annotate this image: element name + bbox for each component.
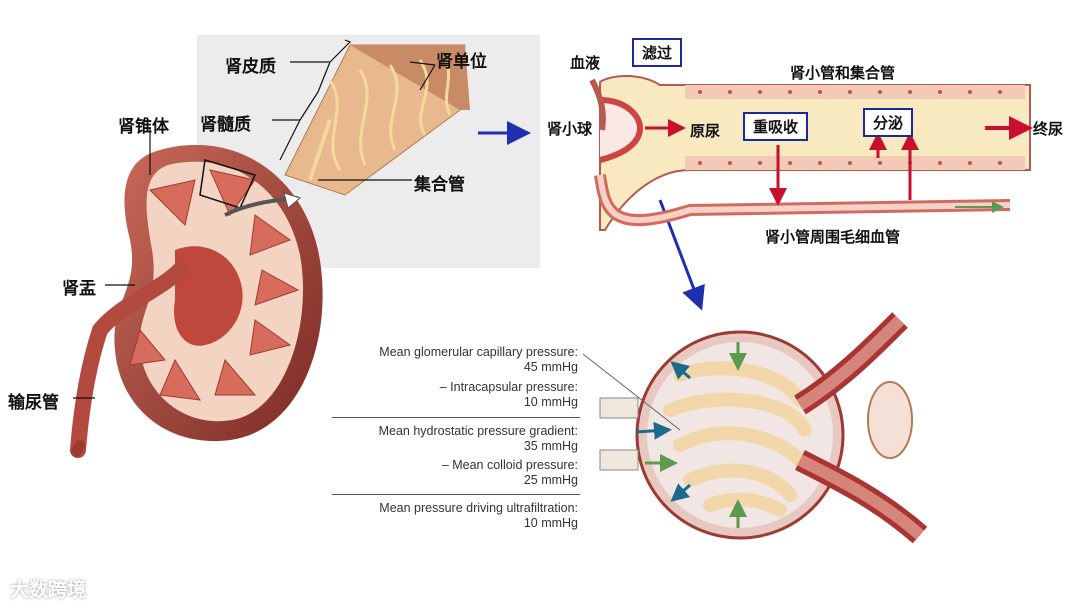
cortex-wedge: [284, 44, 470, 196]
ultrafiltration-pressure-label: Mean pressure driving ultrafiltration:: [379, 501, 578, 515]
label-medulla: 肾髓质: [200, 115, 251, 135]
label-glomerulus: 肾小球: [547, 120, 593, 138]
ultrafiltration-pressure: Mean pressure driving ultrafiltration: 1…: [379, 501, 578, 531]
equation-rule-1: [332, 417, 580, 418]
label-ureter: 输尿管: [8, 393, 59, 413]
capsular-pressure-label: – Intracapsular pressure:: [439, 380, 578, 394]
hydrostatic-gradient: Mean hydrostatic pressure gradient: 35 m…: [379, 424, 578, 454]
colloid-pressure: – Mean colloid pressure: 25 mmHg: [442, 458, 578, 488]
hydrostatic-gradient-value: 35 mmHg: [523, 439, 578, 453]
label-secretion: 分泌: [863, 108, 914, 137]
capsular-pressure: – Intracapsular pressure: 10 mmHg: [440, 380, 578, 410]
label-collecting-duct: 集合管: [414, 175, 465, 195]
glomerular-pressure: Mean glomerular capillary pressure: 45 m…: [379, 345, 578, 375]
ultrafiltration-pressure-value: 10 mmHg: [523, 516, 578, 530]
colloid-pressure-label: – Mean colloid pressure:: [441, 458, 578, 472]
equation-rule-2: [332, 494, 580, 495]
label-filtration: 滤过: [632, 38, 683, 67]
label-nephron: 肾单位: [436, 52, 487, 72]
tubule-diagram: [589, 75, 1033, 231]
label-primary-urine: 原尿: [690, 122, 721, 140]
colloid-pressure-value: 25 mmHg: [523, 473, 578, 487]
label-reabsorption: 重吸收: [743, 112, 809, 141]
glomerular-pressure-value: 45 mmHg: [523, 360, 578, 374]
label-blood: 血液: [570, 54, 601, 72]
label-capillary: 肾小管周围毛细血管: [765, 228, 901, 246]
label-leaders: [73, 39, 436, 399]
label-final-urine: 终尿: [1033, 120, 1064, 138]
label-pelvis: 肾盂: [62, 279, 96, 299]
label-pyramid: 肾锥体: [118, 117, 169, 137]
label-cortex: 肾皮质: [225, 57, 276, 77]
glomerular-pressure-label: Mean glomerular capillary pressure:: [379, 345, 578, 359]
label-tubule-and-duct: 肾小管和集合管: [790, 64, 896, 82]
watermark: 大数跨境: [10, 579, 87, 601]
glomerulus-illustration: [582, 312, 928, 544]
kidney-illustration: [70, 144, 323, 458]
hydrostatic-gradient-label: Mean hydrostatic pressure gradient:: [378, 424, 578, 438]
capsular-pressure-value: 10 mmHg: [523, 395, 578, 409]
